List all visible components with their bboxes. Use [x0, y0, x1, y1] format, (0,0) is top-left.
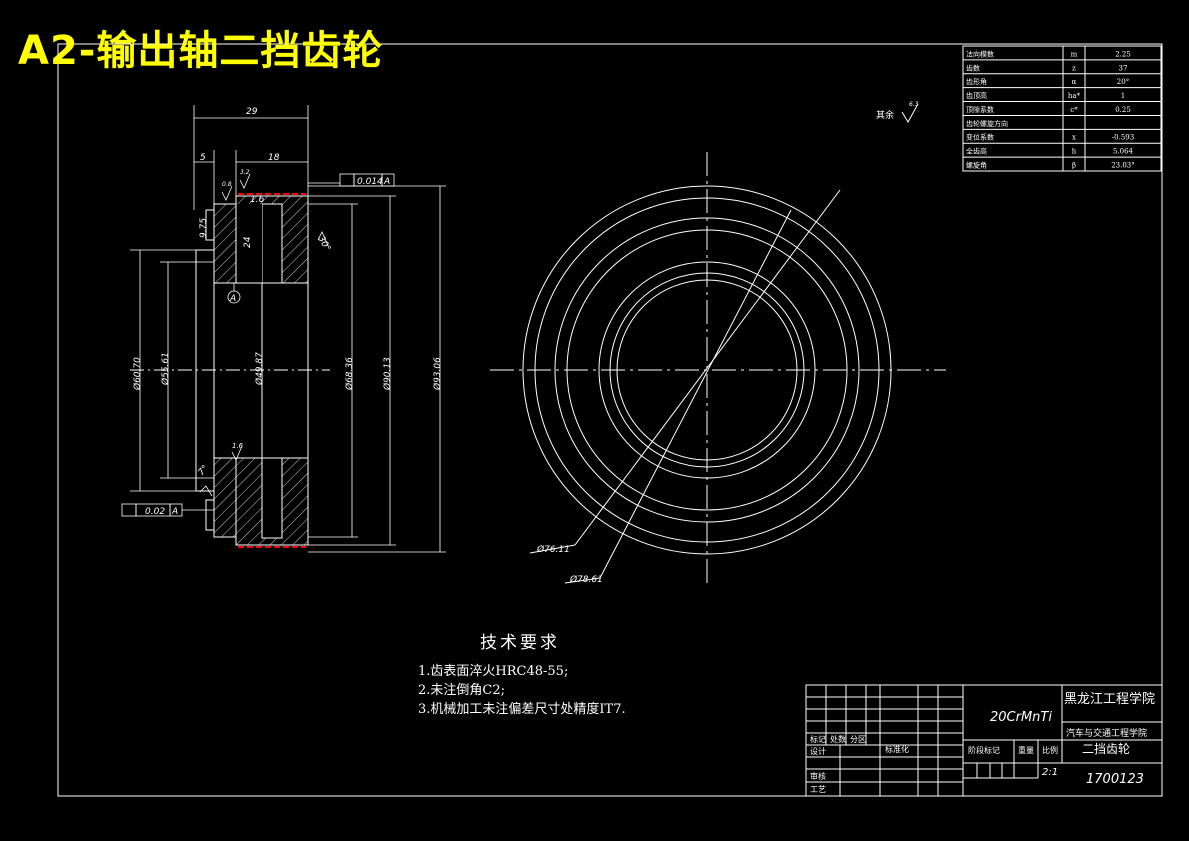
datum-top: A	[383, 177, 390, 187]
tol-top: 0.014	[357, 177, 383, 187]
tb-school: 黑龙江工程学院	[1064, 691, 1155, 707]
tb-label-check: 审核	[810, 771, 826, 781]
tb-drawing-no: 1700123	[1086, 772, 1144, 787]
param-value: 1	[1121, 92, 1125, 100]
dim-975: 9.75	[199, 218, 209, 238]
param-value: 23.03°	[1111, 162, 1135, 170]
section-view	[130, 193, 330, 548]
tech-requirements-list: 1.齿表面淬火HRC48-55; 2.未注倒角C2; 3.机械加工未注偏差尺寸处…	[418, 662, 626, 719]
tb-material: 20CrMnTi	[990, 710, 1052, 725]
tb-scale: 2:1	[1042, 767, 1058, 778]
dim-7861: Ø78.61	[569, 574, 603, 585]
tb-dept: 汽车与交通工程学院	[1066, 727, 1147, 739]
tb-stage: 阶段标记	[968, 745, 1000, 755]
datum-a-label: A	[229, 294, 236, 304]
dim-9306: Ø93.06	[432, 357, 443, 391]
param-symbol: α	[1072, 78, 1077, 86]
rest-rough: 6.3	[909, 101, 919, 108]
angle-7: 7°	[197, 464, 211, 478]
rough-32: 3.2	[240, 169, 250, 176]
param-value: 2.25	[1115, 50, 1131, 58]
param-name: 齿顶高	[966, 91, 987, 100]
param-value: -0.593	[1112, 134, 1134, 142]
tb-label-qty: 处数	[830, 734, 846, 744]
front-view	[490, 103, 946, 588]
tb-label-std: 标准化	[885, 744, 909, 754]
param-name: 全齿高	[966, 147, 987, 156]
param-symbol: x	[1072, 134, 1076, 142]
rough-08: 0.8	[222, 181, 232, 188]
param-value: 5.064	[1113, 148, 1134, 156]
tb-label-mark: 标记	[810, 734, 826, 744]
tb-label-zone: 分区	[850, 735, 866, 744]
dim-5: 5	[200, 153, 206, 163]
rough-16: 1.6	[250, 195, 265, 205]
tb-part: 二挡齿轮	[1082, 742, 1130, 756]
param-name: 变位系数	[966, 133, 994, 142]
dim-5561: Ø55.61	[160, 352, 171, 386]
param-name: 顶隙系数	[966, 105, 994, 114]
tech-requirements-heading: 技术要求	[480, 633, 560, 653]
tb-label-process: 工艺	[810, 785, 826, 794]
param-table	[962, 45, 1162, 172]
dim-29: 29	[246, 107, 258, 117]
dim-24: 24	[243, 236, 253, 248]
angle-30: 30°	[315, 235, 332, 254]
rest-label: 其余	[876, 109, 894, 121]
param-rows: 法向模数 m 2.25 齿数 z 37 齿形角 α 20° 齿顶高 ha* 1 顶隙系数 c* 0.25 齿轮…	[963, 49, 1161, 170]
drawing-frame	[57, 43, 1163, 797]
title-block-text: 标记 处数 分区 设计 标准化 审核 工艺 阶段标记 重量 比例 2:1 20C…	[810, 691, 1155, 794]
dim-6270: Ø60.70	[132, 357, 143, 391]
param-symbol: z	[1072, 64, 1076, 72]
param-name: 齿轮螺旋方向	[966, 119, 1008, 128]
dim-7611: Ø76.11	[536, 544, 570, 555]
param-value: 37	[1119, 64, 1128, 72]
front-dim-text: Ø76.11 Ø78.61 其余 6.3	[536, 101, 919, 585]
param-name: 齿数	[966, 63, 980, 72]
tb-label-design: 设计	[810, 746, 826, 756]
param-name: 螺旋角	[966, 161, 987, 170]
datum-bottom: A	[171, 507, 178, 517]
param-symbol: c*	[1070, 106, 1078, 114]
tech-item: 1.齿表面淬火HRC48-55;	[418, 664, 569, 679]
tb-weight: 重量	[1018, 745, 1034, 755]
drawing-title: A2-输出轴二挡齿轮	[18, 28, 384, 74]
param-symbol: m	[1071, 50, 1078, 58]
section-dimensions	[121, 105, 446, 553]
dim-18: 18	[268, 153, 280, 163]
dim-4987: Ø49.87	[254, 352, 265, 386]
title-block	[805, 684, 1163, 797]
param-symbol: h	[1072, 148, 1077, 156]
param-value: 20°	[1117, 78, 1129, 86]
param-name: 齿形角	[966, 77, 987, 86]
param-value: 0.25	[1115, 106, 1131, 114]
param-name: 法向模数	[966, 49, 994, 58]
tol-bottom: 0.02	[145, 507, 165, 517]
dim-6836: Ø68.36	[344, 357, 355, 391]
tech-item: 3.机械加工未注偏差尺寸处精度IT7.	[418, 702, 626, 717]
dim-9013: Ø90.13	[382, 357, 393, 391]
param-symbol: β	[1072, 162, 1076, 170]
param-symbol: ha*	[1068, 92, 1081, 100]
tech-item: 2.未注倒角C2;	[418, 683, 506, 698]
rough-16b: 1.6	[232, 442, 244, 450]
section-dim-text: 29 5 18 0.014 A 0.02 A 1.6 1.6 0.8 3.2 A…	[132, 107, 443, 517]
tb-scale-label: 比例	[1042, 745, 1058, 755]
